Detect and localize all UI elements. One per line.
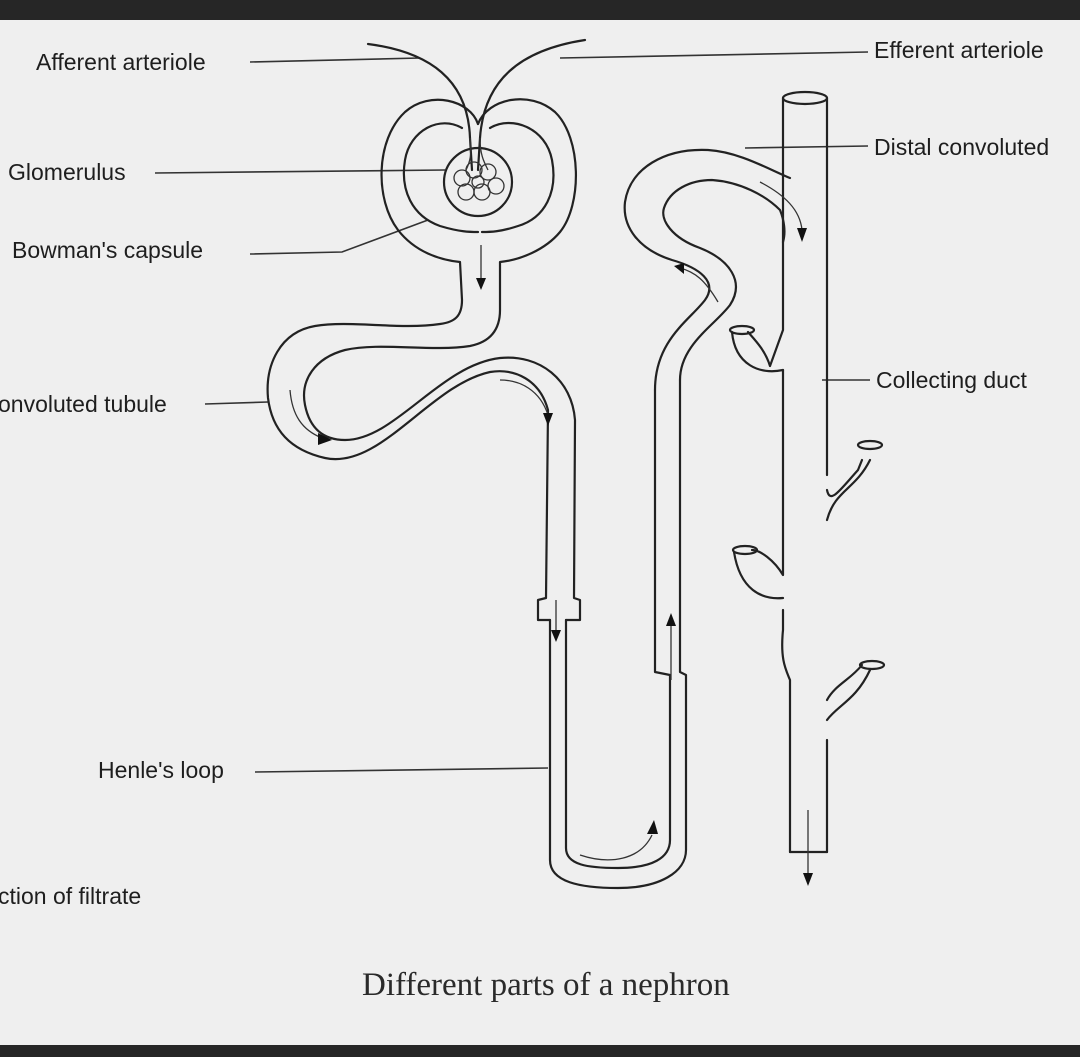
- arrow-pct-curve: [318, 433, 332, 445]
- collecting-duct: [728, 90, 886, 854]
- distal-convoluted-tubule: [623, 148, 792, 392]
- glomerulus-knot: [442, 137, 514, 218]
- arrow-capsule-exit: [476, 278, 486, 290]
- leader-lines: [154, 51, 870, 773]
- label-collecting-duct: Collecting duct: [876, 367, 1027, 393]
- label-efferent-arteriole: Efferent arteriole: [874, 37, 1044, 63]
- diagram-frame: Afferent arteriole Efferent arteriole Gl…: [0, 20, 1080, 1045]
- label-glomerulus: Glomerulus: [8, 159, 126, 185]
- label-proximal-convoluted-tubule: onvoluted tubule: [0, 391, 167, 417]
- arrow-dct-bend: [674, 263, 684, 274]
- arrow-pct-descending: [543, 413, 553, 426]
- figure-caption: Different parts of a nephron: [362, 967, 730, 1003]
- label-henles-loop: Henle's loop: [98, 757, 224, 783]
- label-bowmans-capsule: Bowman's capsule: [12, 237, 203, 263]
- flow-arrows: [289, 181, 813, 886]
- label-distal-convoluted: Distal convoluted: [874, 134, 1049, 160]
- arrow-loop-turn: [647, 820, 658, 834]
- label-direction-of-filtrate: ction of filtrate: [0, 883, 141, 909]
- henles-loop: [548, 378, 688, 890]
- arrow-dct-into-duct: [797, 228, 807, 242]
- nephron-diagram: Afferent arteriole Efferent arteriole Gl…: [0, 37, 1049, 1003]
- arrow-loop-down: [551, 630, 561, 642]
- arrow-loop-up: [666, 613, 676, 626]
- arrow-duct-exit: [803, 873, 813, 886]
- label-afferent-arteriole: Afferent arteriole: [36, 49, 206, 75]
- arterioles: [366, 38, 587, 172]
- bowmans-capsule: [266, 98, 582, 622]
